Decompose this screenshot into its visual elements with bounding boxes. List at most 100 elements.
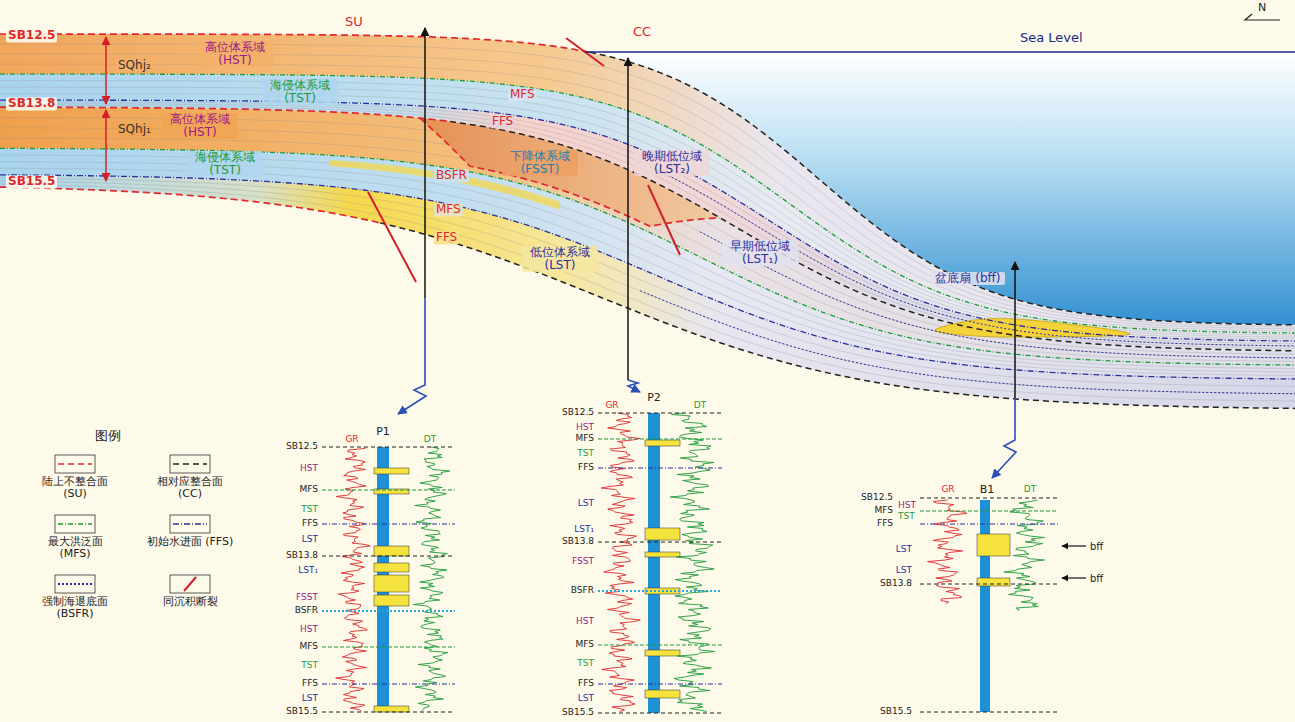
correlative-conformity <box>380 223 1295 409</box>
clinoform-line <box>0 94 1295 339</box>
legend-title: 图例 <box>95 429 121 443</box>
log-marker: SB12.5 <box>562 408 594 418</box>
log-marker-line <box>598 713 722 714</box>
sand-bed <box>645 528 680 540</box>
surface-label: SU <box>345 15 363 29</box>
legend-text: 最大洪泛面 (MFS) <box>31 536 119 560</box>
log-marker: MFS <box>576 434 595 444</box>
sequence-arrow <box>105 110 107 181</box>
surface-label: MFS <box>508 88 537 101</box>
tract-label: 下降体系域 (FSST) <box>502 150 578 176</box>
curve-name: GR <box>345 435 358 445</box>
log-marker-line <box>598 590 722 592</box>
log-marker-line <box>322 489 455 490</box>
log-marker: SB13.8 <box>880 579 912 589</box>
log-marker: MFS <box>875 506 894 516</box>
log-link-arrow <box>992 398 1016 478</box>
legend-sample <box>55 515 95 533</box>
log-marker: TST <box>577 449 594 459</box>
north-label: N <box>1258 2 1266 14</box>
tract-label: 高位体系域 (HST) <box>197 41 273 67</box>
sand-bed <box>374 575 409 592</box>
log-marker-line <box>598 413 722 414</box>
sand-bed <box>374 595 409 606</box>
legend-sample-line <box>58 583 92 585</box>
log-marker: FFS <box>877 519 893 529</box>
well-name: P2 <box>647 392 661 404</box>
dt-curve <box>670 413 714 712</box>
syn-depositional-fault <box>368 192 416 282</box>
legend-text: 陆上不整合面 (SU) <box>31 476 119 500</box>
sequence-label: SQhj₂ <box>116 59 153 72</box>
curve-name: DT <box>424 435 436 445</box>
correlative-conformity <box>450 122 1295 351</box>
sand-bed <box>977 534 1010 556</box>
mfs-surface <box>0 148 1295 365</box>
surface-label: FFS <box>434 231 459 244</box>
legend-text: 相对应整合面 (CC) <box>146 476 234 500</box>
log-marker: TST <box>301 505 318 515</box>
sand-bed <box>645 690 680 698</box>
log-marker-line <box>322 683 455 684</box>
log-marker: LST₁ <box>298 566 318 576</box>
log-link-arrow <box>628 380 640 392</box>
log-marker: HST <box>300 464 318 474</box>
clinoform-line <box>0 102 1295 344</box>
log-marker: LST <box>302 535 318 545</box>
sand-bed <box>374 468 409 474</box>
log-marker: BSFR <box>571 586 594 596</box>
sand-bed <box>645 650 680 656</box>
log-marker: HST <box>300 625 318 635</box>
log-marker: LST <box>578 694 594 704</box>
internal-surface <box>640 291 1295 394</box>
clinoform-line <box>0 44 1295 327</box>
log-marker-line <box>322 447 455 448</box>
surface-label: BSFR <box>434 169 469 182</box>
log-marker: HST <box>576 617 594 627</box>
log-marker: SB12.5 <box>861 493 893 503</box>
boundary-label: SB15.5 <box>6 175 57 188</box>
log-marker: FFS <box>302 679 318 689</box>
fan-callout: bff <box>1090 573 1103 584</box>
legend-sample-line <box>173 463 207 465</box>
legend-sample <box>55 455 95 473</box>
gr-curve <box>336 447 370 711</box>
internal-surface <box>700 232 1295 358</box>
log-marker-line <box>920 498 1058 499</box>
sand-bed <box>374 706 409 712</box>
log-marker-line <box>322 610 455 612</box>
log-marker: MFS <box>576 640 595 650</box>
well-line <box>627 58 629 380</box>
log-marker: FFS <box>578 679 594 689</box>
clinoform-line <box>0 105 1295 348</box>
legend-sample-line <box>58 523 92 524</box>
boundary-label: SB13.8 <box>6 97 57 110</box>
log-marker: FSST <box>572 557 594 567</box>
log-marker-line <box>920 584 1058 585</box>
internal-surface <box>650 167 1295 346</box>
dt-curve <box>413 447 449 711</box>
well-name: B1 <box>980 484 995 496</box>
bsfr-surface <box>420 118 720 226</box>
legend-sample-line <box>173 523 207 524</box>
clinoform-line <box>0 87 1295 337</box>
log-marker: LST <box>896 566 912 576</box>
log-marker-line <box>598 542 722 543</box>
log-marker: SB15.5 <box>880 707 912 717</box>
log-marker-line <box>322 523 455 524</box>
north-arrow <box>1245 14 1280 20</box>
clinoform-line <box>0 128 1295 358</box>
log-marker: TST <box>898 512 915 522</box>
sand-bed <box>645 440 680 446</box>
log-marker-line <box>920 523 1058 524</box>
fsst-wedge <box>420 118 720 226</box>
subaerial-unconformity <box>0 34 590 52</box>
log-marker-line <box>598 467 722 468</box>
correlative-conformity <box>590 52 1295 325</box>
legend-sample-fault <box>184 577 196 591</box>
sand-bed <box>977 578 1010 586</box>
log-marker-line <box>920 510 1058 511</box>
legend-text: 强制海退底面 (BSFR) <box>31 596 119 620</box>
curve-name: GR <box>605 401 618 411</box>
